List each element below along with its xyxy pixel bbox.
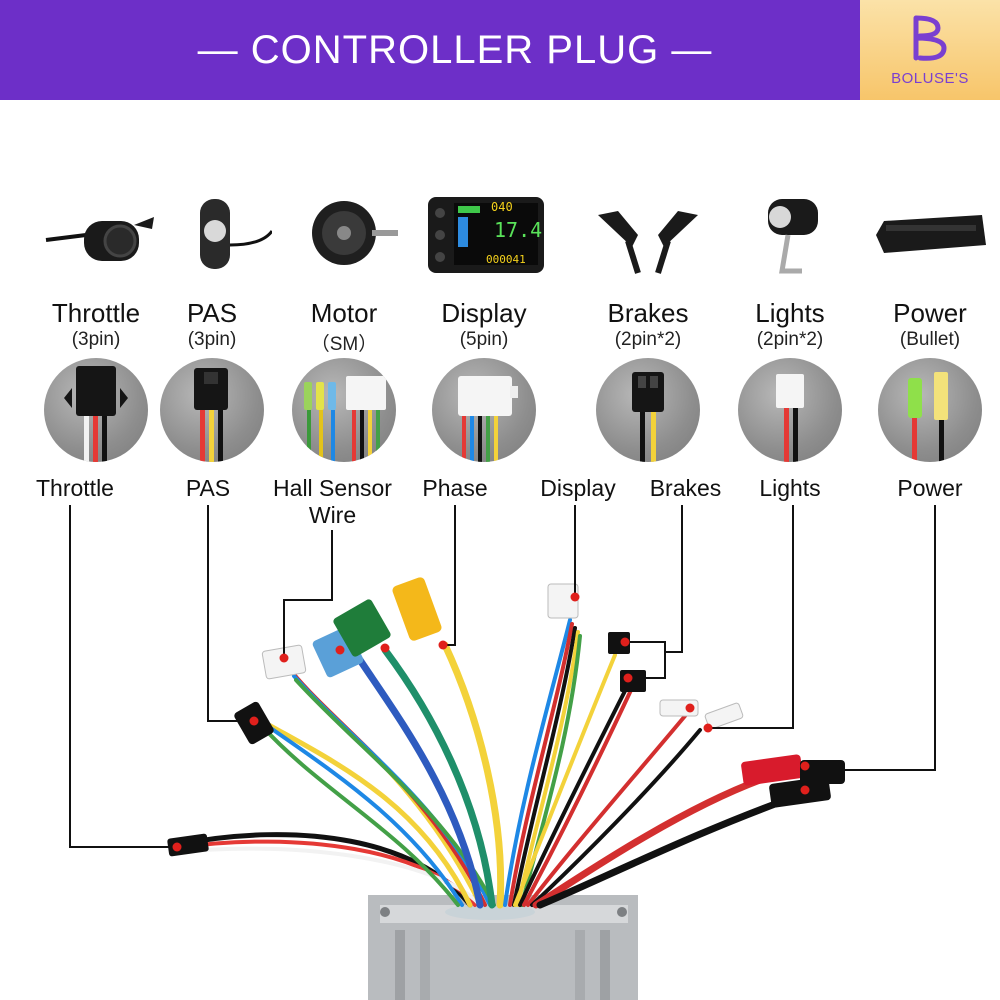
brand-name: BOLUSE'S — [891, 70, 969, 87]
label-power-wire: Power — [897, 475, 963, 501]
throttle-icon — [45, 217, 154, 261]
label-throttle-wire: Throttle — [36, 475, 114, 501]
label-pas-wire: PAS — [185, 475, 231, 501]
power-plug-photo — [878, 358, 982, 462]
lcd-display-icon — [428, 197, 544, 273]
diagram-stage: Throttle (3pin) PAS (3pin) — [0, 100, 1000, 1000]
label-brakes-wire: Brakes — [649, 475, 722, 501]
component-spec: (5pin) — [459, 329, 509, 350]
component-spec: (2pin*2) — [756, 329, 824, 350]
throttle-plug-photo — [44, 358, 148, 462]
component-brakes: Brakes (2pin*2) — [580, 100, 716, 470]
label-phase-wire: Phase — [422, 475, 488, 501]
wire-bundle — [172, 618, 804, 909]
component-spec: (3pin) — [71, 329, 121, 350]
display-speed-top: 040 — [491, 200, 513, 214]
component-name: Display — [441, 298, 527, 328]
display-speed-main: 17.4 — [494, 218, 543, 242]
leader-lines — [69, 505, 936, 848]
component-name: Motor — [310, 298, 378, 328]
component-throttle: Throttle (3pin) — [28, 100, 164, 470]
component-power: Power (Bullet) — [862, 100, 998, 470]
component-display: 040 17.4 000041 Display (5pin) — [416, 100, 552, 470]
label-display-wire: Display — [540, 475, 616, 501]
pas-plug-photo — [160, 358, 264, 462]
controller-box — [368, 895, 638, 1000]
brand-logo-mark-icon — [913, 15, 947, 61]
display-plug-photo — [432, 358, 536, 462]
headlight-icon — [768, 199, 818, 274]
label-lights-wire: Lights — [759, 475, 821, 501]
component-spec: （SM） — [310, 334, 378, 355]
display-odometer: 000041 — [486, 253, 526, 266]
component-spec: (3pin) — [187, 329, 237, 350]
wiring-diagram — [69, 505, 936, 1000]
header-banner — [0, 0, 860, 100]
battery-icon — [876, 215, 986, 253]
brake-levers-icon — [598, 211, 698, 274]
component-spec: (Bullet) — [899, 329, 961, 350]
page-title: — CONTROLLER PLUG — — [197, 28, 713, 72]
component-lights: Lights (2pin*2) — [722, 100, 858, 470]
marker-dots — [172, 592, 810, 852]
component-spec: (2pin*2) — [614, 329, 682, 350]
component-name: Brakes — [607, 298, 689, 328]
component-name: Power — [893, 298, 967, 328]
pas-sensor-icon — [200, 199, 272, 269]
component-pas: PAS (3pin) — [144, 100, 280, 470]
lights-plug-photo — [738, 358, 842, 462]
component-name: Lights — [755, 298, 825, 328]
brand-logo: BOLUSE'S — [860, 0, 1000, 100]
component-name: PAS — [186, 298, 238, 328]
brakes-plug-photo — [596, 358, 700, 462]
label-hall-sensor-wire: Hall Sensor Wire — [273, 475, 392, 528]
motor-plug-photo — [292, 358, 396, 462]
hub-motor-icon — [312, 201, 398, 265]
component-name: Throttle — [51, 298, 141, 328]
component-motor: Motor （SM） — [276, 100, 412, 470]
